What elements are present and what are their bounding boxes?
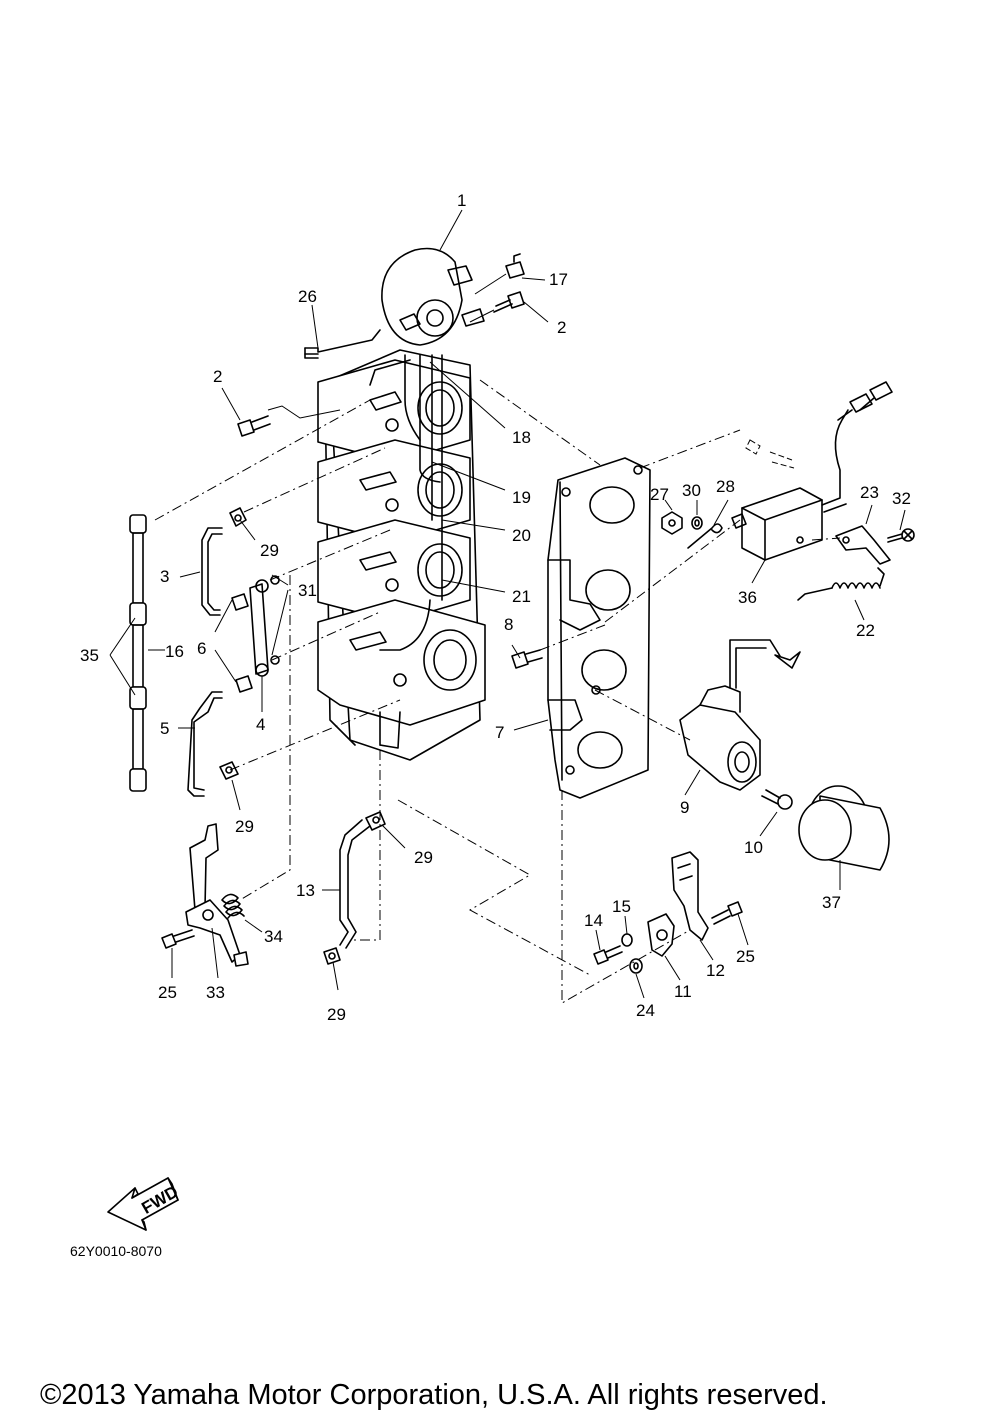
part-11-lever: [647, 913, 675, 957]
callout-18: 18: [512, 428, 531, 447]
callout-1: 1: [457, 191, 466, 210]
callout-36: 36: [738, 588, 757, 607]
callout-23: 23: [860, 483, 879, 502]
part-30-washer: [691, 516, 703, 530]
part-25-screw-right: [711, 901, 743, 925]
callout-labels: 1 17 2 26 2 18 19 20 21 29 3 31 6 35 16 …: [80, 191, 911, 1024]
part-25-screw-left: [161, 929, 195, 949]
callout-3: 3: [160, 567, 169, 586]
callout-26: 26: [298, 287, 317, 306]
part-29-clip-2: [219, 761, 239, 780]
part-14-bolt: [593, 945, 623, 965]
part-33-lever: [185, 823, 249, 967]
fwd-arrow-icon: FWD: [107, 1177, 181, 1231]
part-28-spring: [687, 523, 723, 549]
callout-32: 32: [892, 489, 911, 508]
callout-29-b: 29: [235, 817, 254, 836]
callout-11: 11: [674, 982, 692, 1001]
part-1-throttle-sensor: [381, 247, 485, 346]
part-9-actuator: [679, 639, 801, 791]
callout-19: 19: [512, 488, 531, 507]
part-7-plate: [547, 457, 651, 799]
callout-22: 22: [856, 621, 875, 640]
callout-10: 10: [744, 838, 763, 857]
callout-2-left: 2: [213, 367, 222, 386]
part-13-hose: [339, 819, 371, 949]
callout-15: 15: [612, 897, 631, 916]
callout-6: 6: [197, 639, 206, 658]
part-24-washer: [629, 958, 643, 974]
callout-17: 17: [549, 270, 568, 289]
callout-33: 33: [206, 983, 225, 1002]
part-29-clip-1: [229, 507, 247, 527]
callout-5: 5: [160, 719, 169, 738]
part-15-washer: [621, 933, 633, 947]
assembly-lines: [154, 379, 841, 1004]
callout-27: 27: [650, 485, 669, 504]
callout-31: 31: [298, 581, 317, 600]
part-10-bolt: [761, 789, 793, 810]
callout-25-right: 25: [736, 947, 755, 966]
part-34-spring: [221, 893, 245, 919]
part-2-screw-upper: [469, 291, 525, 323]
part-12-bracket: [671, 851, 709, 941]
callout-14: 14: [584, 911, 603, 930]
callout-29-a: 29: [260, 541, 279, 560]
part-29-clip-4: [323, 947, 341, 965]
part-16-linkage-rod: [129, 514, 147, 792]
part-4-link-arm: [231, 575, 280, 693]
callout-12: 12: [706, 961, 725, 980]
part-2-screw-left: [237, 405, 341, 437]
callout-8: 8: [504, 615, 513, 634]
callout-24: 24: [636, 1001, 655, 1020]
part-37-filter: [798, 785, 890, 871]
callout-21: 21: [512, 587, 531, 606]
part-5-rod: [187, 691, 223, 797]
part-17-fitting: [474, 253, 525, 295]
leader-lines: [109, 209, 906, 999]
copyright-notice: ©2013 Yamaha Motor Corporation, U.S.A. A…: [40, 1379, 828, 1411]
callout-29-d: 29: [327, 1005, 346, 1024]
callout-25-left: 25: [158, 983, 177, 1002]
part-36-solenoid: [731, 381, 893, 561]
callout-13: 13: [296, 881, 315, 900]
callout-2-upper: 2: [557, 318, 566, 337]
part-27-nut: [661, 511, 683, 535]
part-23-bracket: [835, 525, 891, 565]
callout-37: 37: [822, 893, 841, 912]
part-22-spring: [797, 567, 885, 601]
callout-29-c: 29: [414, 848, 433, 867]
callout-9: 9: [680, 798, 689, 817]
callout-34: 34: [264, 927, 283, 946]
callout-30: 30: [682, 481, 701, 500]
callout-7: 7: [495, 723, 504, 742]
carburetor-assembly: [317, 349, 486, 761]
callout-16: 16: [165, 642, 184, 661]
callout-20: 20: [512, 526, 531, 545]
callout-28: 28: [716, 477, 735, 496]
callout-35: 35: [80, 646, 99, 665]
part-26-rod: [304, 329, 381, 359]
part-32-screw: [887, 528, 915, 543]
drawing-code: 62Y0010-8070: [70, 1243, 162, 1259]
part-3-rod: [201, 527, 223, 616]
callout-4: 4: [256, 715, 265, 734]
part-8-screw: [511, 649, 543, 669]
